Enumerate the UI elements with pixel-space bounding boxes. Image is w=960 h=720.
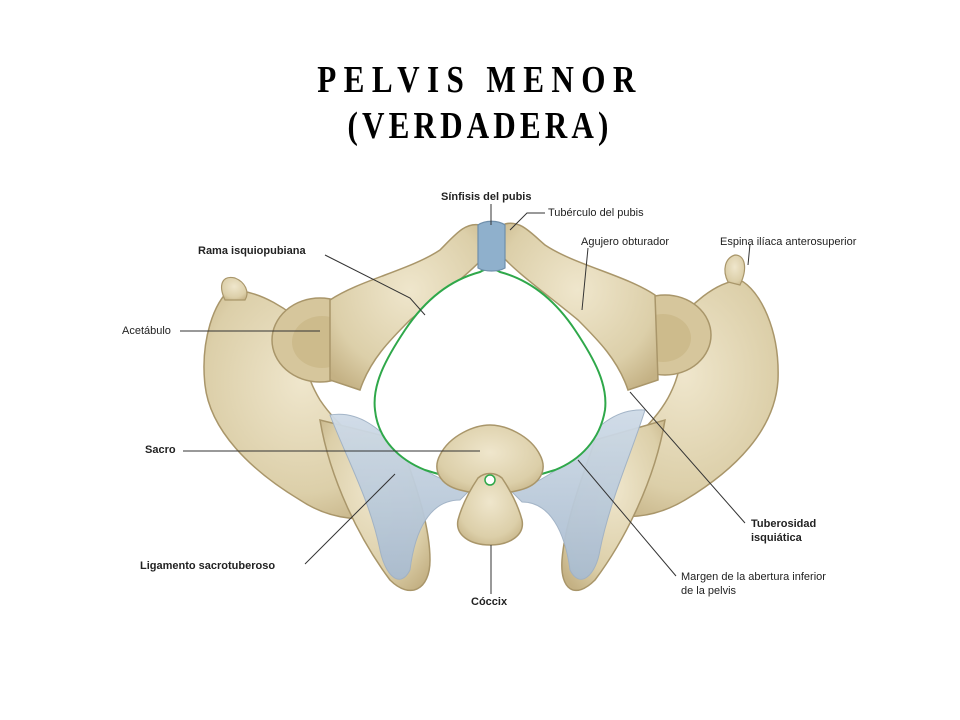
label-ligamento-sacrotuberoso: Ligamento sacrotuberoso: [140, 560, 276, 572]
label-espina-iliaca-anterosuperior: Espina ilíaca anterosuperior: [720, 236, 857, 248]
right-iliac-spine: [724, 254, 746, 286]
label-rama-isquiopubiana: Rama isquiopubiana: [198, 245, 306, 257]
label-tuberosidad-isquiatica-line-1: Tuberosidad: [751, 518, 817, 530]
label-margen-abertura-inferior-line-2: de la pelvis: [681, 585, 737, 597]
label-tuberculo-del-pubis: Tubérculo del pubis: [548, 207, 644, 219]
left-iliac-spine: [221, 276, 248, 301]
page-title-line-2: (VERDADERA): [347, 105, 613, 147]
coccyx-tip-margin: [484, 474, 496, 486]
sacrum: [436, 424, 544, 495]
label-tuberosidad-isquiatica-line-2: isquiática: [751, 532, 802, 544]
pubic-symphysis: [477, 220, 506, 272]
label-agujero-obturador: Agujero obturador: [581, 236, 670, 248]
label-acetabulo: Acetábulo: [122, 325, 171, 337]
coccyx: [456, 472, 524, 546]
page-title-line-1: PELVIS MENOR: [317, 59, 643, 101]
leader-lines: [180, 204, 751, 594]
label-sinfisis-del-pubis: Sínfisis del pubis: [441, 191, 532, 203]
label-margen-abertura-inferior-line-1: Margen de la abertura inferior: [681, 571, 826, 583]
label-sacro: Sacro: [145, 444, 176, 456]
label-coccix: Cóccix: [471, 596, 508, 608]
